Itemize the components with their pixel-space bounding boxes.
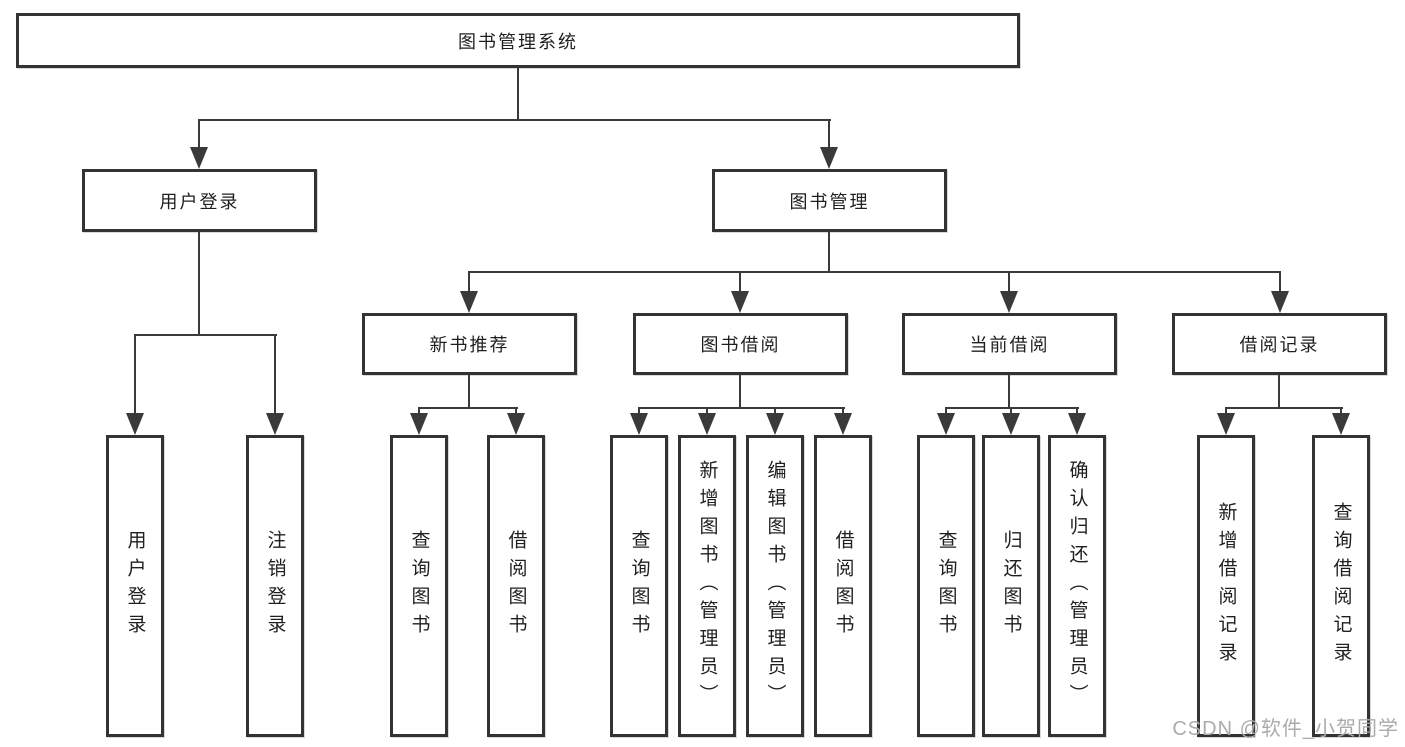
connector-line <box>134 334 136 415</box>
leaf-confirm-return-admin: 确认归还（管理员） <box>1048 435 1106 737</box>
connector-line <box>198 232 200 336</box>
leaf-label: 查询借阅记录 <box>1330 502 1352 670</box>
connector-line <box>468 375 470 409</box>
connector-line <box>638 407 640 417</box>
connector-line <box>274 334 276 415</box>
leaf-label: 注销登录 <box>264 530 286 642</box>
leaf-label: 查询图书 <box>935 530 957 642</box>
connector-line <box>468 271 470 295</box>
arrowhead-down-icon <box>126 413 144 435</box>
leaf-label: 借阅图书 <box>505 530 527 642</box>
arrowhead-down-icon <box>731 291 749 313</box>
leaf-add-borrow-record: 新增借阅记录 <box>1197 435 1255 737</box>
arrowhead-down-icon <box>820 147 838 169</box>
connector-line <box>517 68 519 121</box>
node-root-library-management-system: 图书管理系统 <box>16 13 1020 68</box>
node-label: 图书管理系统 <box>458 31 578 52</box>
leaf-label: 用户登录 <box>124 530 146 642</box>
node-label: 借阅记录 <box>1239 335 1320 355</box>
node-current-borrowing: 当前借阅 <box>902 313 1117 375</box>
leaf-logout: 注销登录 <box>246 435 304 737</box>
node-label: 图书管理 <box>789 191 870 212</box>
node-user-login: 用户登录 <box>82 169 317 232</box>
connector-line <box>1225 407 1343 409</box>
arrowhead-down-icon <box>630 413 648 435</box>
connector-line <box>739 271 741 295</box>
arrowhead-down-icon <box>507 413 525 435</box>
leaf-query-books: 查询图书 <box>610 435 668 737</box>
connector-line <box>134 334 277 336</box>
node-label: 用户登录 <box>159 191 240 212</box>
connector-line <box>1008 271 1010 295</box>
leaf-query-books: 查询图书 <box>917 435 975 737</box>
node-label: 图书借阅 <box>700 335 781 355</box>
connector-line <box>1076 407 1078 417</box>
arrowhead-down-icon <box>1271 291 1289 313</box>
leaf-label: 归还图书 <box>1000 530 1022 642</box>
connector-line <box>468 271 1281 273</box>
arrowhead-down-icon <box>1002 413 1020 435</box>
leaf-edit-books-admin: 编辑图书（管理员） <box>746 435 804 737</box>
leaf-return-books: 归还图书 <box>982 435 1040 737</box>
connector-line <box>1278 375 1280 409</box>
connector-line <box>515 407 517 417</box>
connector-line <box>1279 271 1281 295</box>
leaf-label: 新增图书（管理员） <box>696 460 718 712</box>
arrowhead-down-icon <box>1000 291 1018 313</box>
arrowhead-down-icon <box>834 413 852 435</box>
leaf-borrow-books: 借阅图书 <box>487 435 545 737</box>
leaf-label: 查询图书 <box>408 530 430 642</box>
connector-line <box>774 407 776 417</box>
arrowhead-down-icon <box>460 291 478 313</box>
leaf-query-books: 查询图书 <box>390 435 448 737</box>
arrowhead-down-icon <box>190 147 208 169</box>
arrowhead-down-icon <box>1217 413 1235 435</box>
connector-line <box>418 407 420 417</box>
connector-line <box>1225 407 1227 417</box>
leaf-label: 查询图书 <box>628 530 650 642</box>
arrowhead-down-icon <box>1332 413 1350 435</box>
node-book-borrowing: 图书借阅 <box>633 313 848 375</box>
arrowhead-down-icon <box>1068 413 1086 435</box>
arrowhead-down-icon <box>698 413 716 435</box>
connector-line <box>1340 407 1342 417</box>
node-book-management: 图书管理 <box>712 169 947 232</box>
node-label: 新书推荐 <box>429 335 510 355</box>
arrowhead-down-icon <box>266 413 284 435</box>
arrowhead-down-icon <box>937 413 955 435</box>
arrowhead-down-icon <box>766 413 784 435</box>
connector-line <box>198 119 200 149</box>
connector-line <box>1008 375 1010 409</box>
connector-line <box>945 407 1079 409</box>
leaf-borrow-books: 借阅图书 <box>814 435 872 737</box>
connector-line <box>1010 407 1012 417</box>
leaf-user-login: 用户登录 <box>106 435 164 737</box>
connector-line <box>198 119 831 121</box>
connector-line <box>828 232 830 273</box>
connector-line <box>638 407 845 409</box>
leaf-add-books-admin: 新增图书（管理员） <box>678 435 736 737</box>
node-label: 当前借阅 <box>969 335 1050 355</box>
connector-line <box>418 407 518 409</box>
connector-line <box>945 407 947 417</box>
node-borrowing-records: 借阅记录 <box>1172 313 1387 375</box>
leaf-label: 新增借阅记录 <box>1215 502 1237 670</box>
connector-line <box>842 407 844 417</box>
csdn-watermark: CSDN @软件_小贺同学 <box>1172 718 1399 740</box>
leaf-label: 确认归还（管理员） <box>1066 460 1088 712</box>
connector-line <box>828 119 830 149</box>
connector-line <box>706 407 708 417</box>
connector-line <box>739 375 741 409</box>
leaf-label: 编辑图书（管理员） <box>764 460 786 712</box>
leaf-label: 借阅图书 <box>832 530 854 642</box>
leaf-query-borrow-record: 查询借阅记录 <box>1312 435 1370 737</box>
node-new-book-recommendation: 新书推荐 <box>362 313 577 375</box>
arrowhead-down-icon <box>410 413 428 435</box>
